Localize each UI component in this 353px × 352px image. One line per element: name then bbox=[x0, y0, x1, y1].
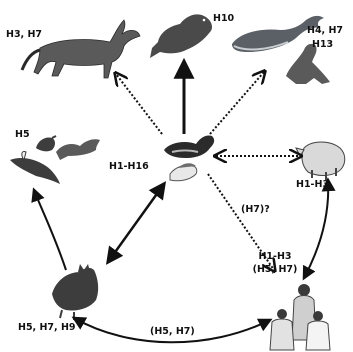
label-whale: H4, H7 bbox=[307, 25, 344, 36]
arrow-poultry-to-raptor bbox=[31, 187, 67, 271]
label-poultry: H5, H7, H9 bbox=[18, 322, 76, 333]
raptor-icon bbox=[10, 151, 60, 184]
pig-icon bbox=[295, 141, 346, 180]
rooster-icon bbox=[52, 264, 99, 320]
arrow-pig-human bbox=[302, 177, 336, 281]
label-small-mammals: H5 bbox=[15, 129, 30, 140]
sea-lion-icon bbox=[286, 43, 330, 84]
arrow-wild-poultry bbox=[105, 181, 167, 265]
label-pig: H1-H3 bbox=[296, 179, 330, 190]
label-horse: H3, H7 bbox=[6, 29, 43, 40]
arrow-poultry-human bbox=[71, 316, 273, 344]
label-sealion: H13 bbox=[312, 39, 334, 50]
arrow-wild-to-sealion bbox=[209, 72, 264, 135]
gull-icon bbox=[169, 163, 198, 182]
horse-icon bbox=[20, 19, 141, 79]
label-seal: H10 bbox=[213, 13, 235, 24]
arrow-wild-to-human bbox=[207, 173, 274, 270]
label-bottom-arrow: (H5, H7) bbox=[150, 326, 195, 337]
arrow-wild-to-horse bbox=[116, 74, 163, 135]
label-wild-birds: H1-H16 bbox=[109, 161, 149, 172]
people-group-icon bbox=[269, 284, 331, 351]
arrows bbox=[31, 57, 336, 344]
label-human-line1: H1-H3 bbox=[258, 251, 292, 262]
marten-icon bbox=[56, 139, 100, 160]
label-question: (H7)? bbox=[241, 204, 270, 215]
duck-icon bbox=[164, 135, 215, 158]
whale-icon bbox=[232, 15, 324, 52]
bird-icon bbox=[36, 135, 57, 152]
label-human-line2: (H5, H7) bbox=[252, 264, 298, 275]
seal-icon bbox=[150, 14, 212, 59]
